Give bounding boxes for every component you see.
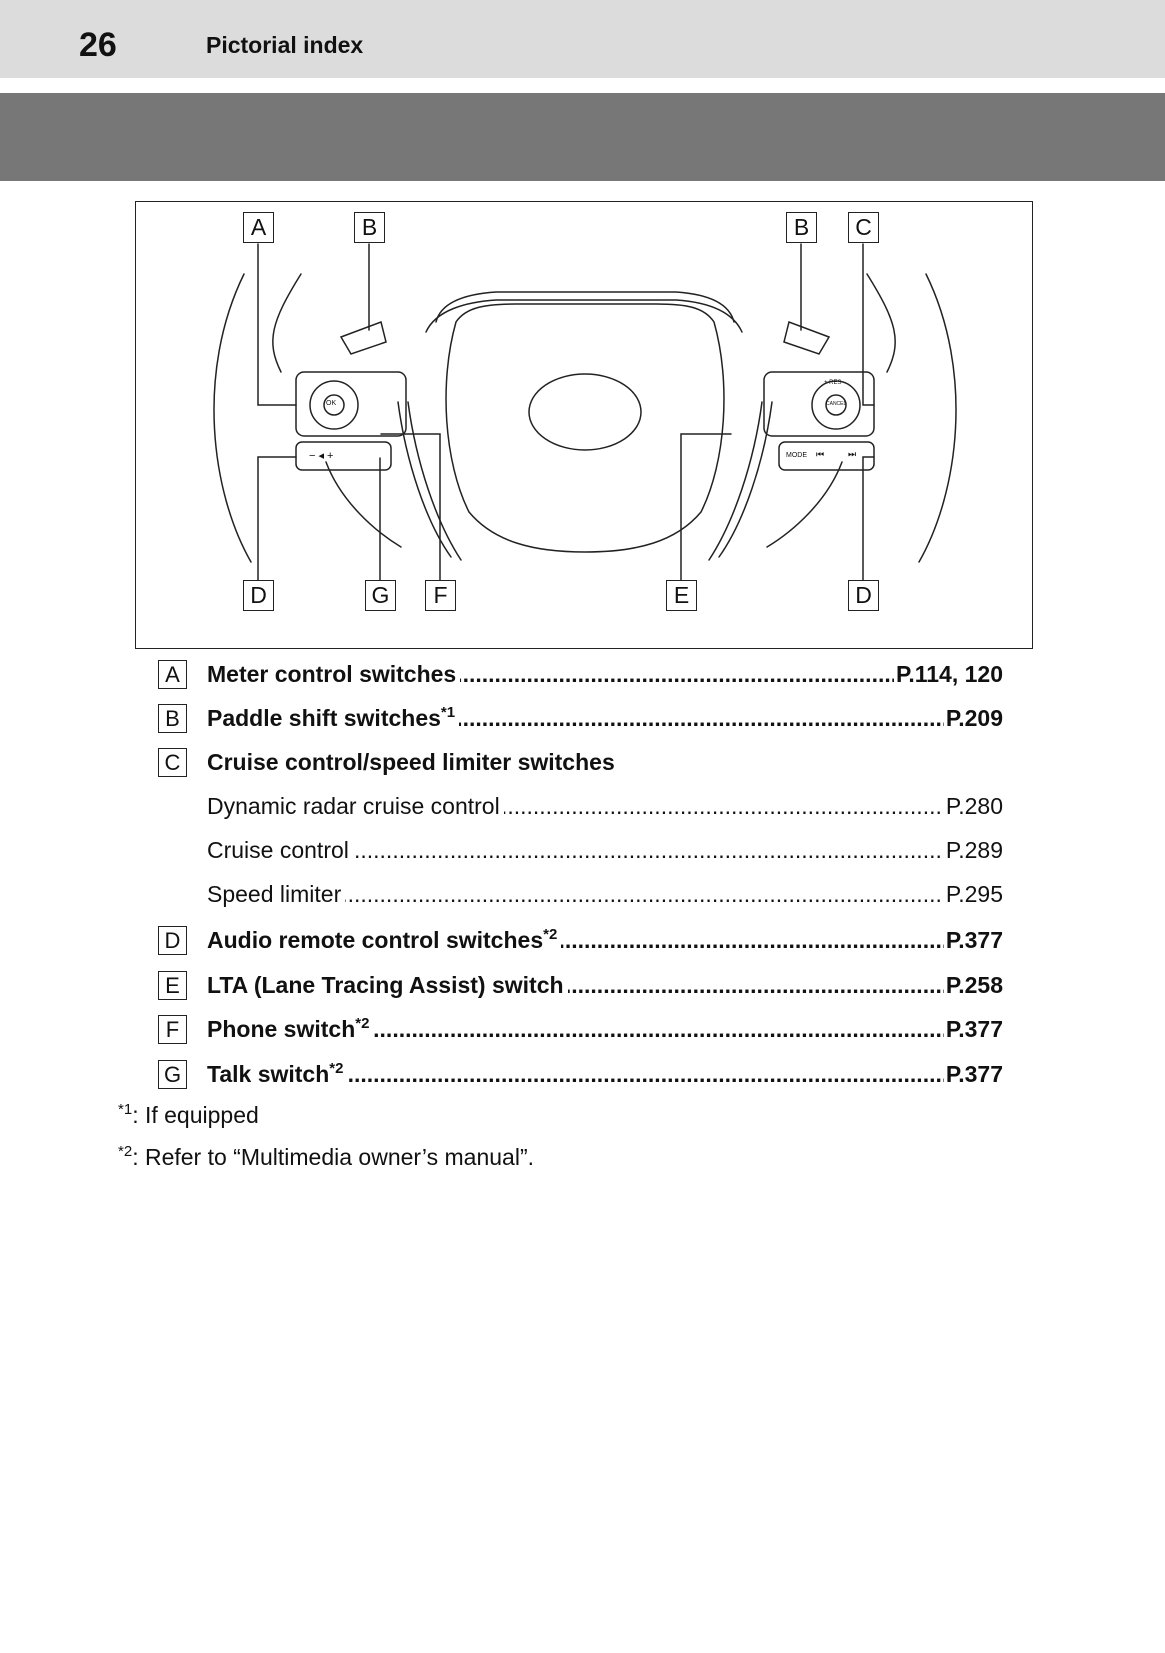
ok-button-label: OK bbox=[326, 400, 337, 407]
legend-label-text: Cruise control bbox=[207, 837, 349, 863]
legend-row: B.......................................… bbox=[158, 704, 1003, 734]
legend-label: Talk switch*2 bbox=[207, 1060, 348, 1088]
legend-label: Phone switch*2 bbox=[207, 1015, 374, 1043]
page-reference[interactable]: P.377 bbox=[943, 927, 1003, 954]
legend-label-text: Talk switch bbox=[207, 1061, 330, 1087]
legend-footnote-mark: *2 bbox=[543, 926, 558, 943]
page-reference[interactable]: P.209 bbox=[943, 705, 1003, 732]
legend-row: ........................................… bbox=[158, 792, 1003, 822]
legend-footnote-mark: *2 bbox=[355, 1015, 370, 1032]
page-reference[interactable]: P.114, 120 bbox=[893, 661, 1003, 688]
legend-label-text: Cruise control/speed limiter switches bbox=[207, 749, 615, 775]
callout-e: E bbox=[666, 580, 697, 611]
legend-label-text: Phone switch bbox=[207, 1016, 356, 1042]
callout-b-right: B bbox=[786, 212, 817, 243]
legend-letter-box: G bbox=[158, 1060, 187, 1089]
legend-label: Meter control switches bbox=[207, 661, 461, 688]
legend-label-text: Paddle shift switches bbox=[207, 705, 441, 731]
page-reference[interactable]: P.258 bbox=[943, 972, 1003, 999]
callout-f: F bbox=[425, 580, 456, 611]
legend-label: Paddle shift switches*1 bbox=[207, 704, 460, 732]
footnote-1-mark: *1 bbox=[118, 1101, 133, 1118]
section-title: Pictorial index bbox=[206, 32, 364, 58]
legend-row: A.......................................… bbox=[158, 660, 1003, 690]
legend-label: Audio remote control switches*2 bbox=[207, 926, 562, 954]
steering-wheel-illustration bbox=[213, 243, 957, 581]
legend-footnote-mark: *2 bbox=[329, 1060, 344, 1077]
legend-label: Speed limiter bbox=[207, 881, 346, 908]
page-reference[interactable]: P.295 bbox=[943, 881, 1003, 908]
legend-letter-box: B bbox=[158, 704, 187, 733]
legend-row: D.......................................… bbox=[158, 926, 1003, 956]
next-track-label: ⏭ bbox=[848, 449, 857, 459]
header-band bbox=[0, 93, 1165, 181]
cancel-label: CANCEL bbox=[826, 401, 847, 407]
legend-label-text: Dynamic radar cruise control bbox=[207, 793, 500, 819]
callout-d-right: D bbox=[848, 580, 879, 611]
footnote-1: *1: If equipped bbox=[118, 1102, 259, 1129]
legend-letter-box: C bbox=[158, 748, 187, 777]
legend-row: E.......................................… bbox=[158, 971, 1003, 1001]
callout-a-top: A bbox=[243, 212, 274, 243]
footnote-2-mark: *2 bbox=[118, 1143, 133, 1160]
steering-wheel-figure: OK + RES CANCEL MODE − ◂ + ⏮ ⏭ A B B C D… bbox=[135, 201, 1033, 649]
callout-d-left: D bbox=[243, 580, 274, 611]
legend-row: F.......................................… bbox=[158, 1015, 1003, 1045]
legend-label: Dynamic radar cruise control bbox=[207, 793, 504, 820]
footnote-1-text: : If equipped bbox=[132, 1102, 259, 1128]
volume-label: − ◂ + bbox=[309, 450, 334, 462]
legend-row: G.......................................… bbox=[158, 1060, 1003, 1090]
callout-c: C bbox=[848, 212, 879, 243]
page-reference[interactable]: P.377 bbox=[943, 1016, 1003, 1043]
legend-label-text: Audio remote control switches bbox=[207, 927, 544, 953]
page-reference[interactable]: P.289 bbox=[943, 837, 1003, 864]
footnote-2: *2: Refer to “Multimedia owner’s manual”… bbox=[118, 1144, 534, 1171]
legend-letter-box: A bbox=[158, 660, 187, 689]
prev-track-label: ⏮ bbox=[816, 449, 825, 459]
legend-row: C Cruise control/speed limiter switches bbox=[158, 748, 1003, 778]
page-reference[interactable]: P.377 bbox=[943, 1061, 1003, 1088]
legend-label: Cruise control bbox=[207, 837, 353, 864]
legend-letter-box: D bbox=[158, 926, 187, 955]
res-label: + RES bbox=[824, 380, 842, 386]
callout-g: G bbox=[365, 580, 396, 611]
page-number: 26 bbox=[79, 26, 117, 64]
legend-label-text: LTA (Lane Tracing Assist) switch bbox=[207, 972, 564, 998]
legend-label-text: Meter control switches bbox=[207, 661, 457, 687]
page-header: 26 Pictorial index bbox=[0, 0, 1165, 78]
mode-label: MODE bbox=[786, 452, 807, 459]
legend-row: ........................................… bbox=[158, 836, 1003, 866]
legend-letter-box: F bbox=[158, 1015, 187, 1044]
footnote-2-text: : Refer to “Multimedia owner’s manual”. bbox=[132, 1144, 534, 1170]
legend-letter-box: E bbox=[158, 971, 187, 1000]
legend-footnote-mark: *1 bbox=[440, 704, 456, 721]
legend-row: ........................................… bbox=[158, 880, 1003, 910]
legend-label: Cruise control/speed limiter switches bbox=[207, 749, 619, 776]
callout-b-left: B bbox=[354, 212, 385, 243]
legend-label-text: Speed limiter bbox=[207, 881, 342, 907]
page-reference[interactable]: P.280 bbox=[943, 793, 1003, 820]
legend-label: LTA (Lane Tracing Assist) switch bbox=[207, 972, 568, 999]
